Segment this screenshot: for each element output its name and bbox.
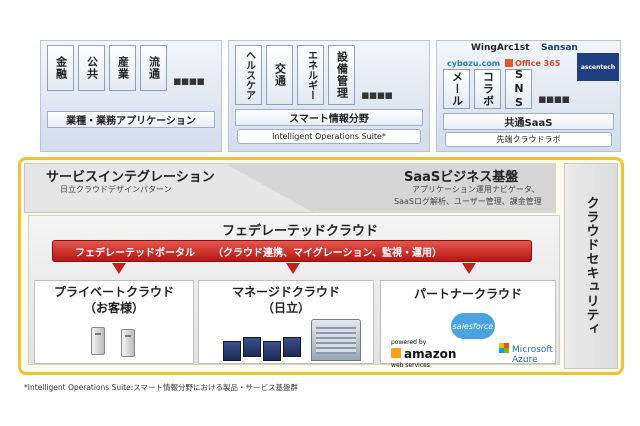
office365-logo: Office 365	[505, 59, 560, 68]
tile-finance[interactable]: 金融	[47, 45, 74, 91]
federated-cloud-title: フェデレーテッドクラウド	[221, 224, 378, 239]
tile-facility[interactable]: 設備管理	[328, 45, 355, 105]
tile-mail[interactable]: メール	[443, 69, 470, 109]
smart-tiles: ヘルスケア 交通 エネルギー 設備管理 ▪▪▪▪	[235, 45, 393, 105]
tile-industry[interactable]: 産業	[109, 45, 136, 91]
industry-apps-panel: 金融 公共 産業 流通 ▪▪▪▪ 業種・業務アプリケーション	[40, 40, 222, 152]
aws-icon	[391, 348, 401, 358]
aws-sub: web services	[391, 362, 430, 369]
managed-cloud-title: マネージドクラウド	[232, 285, 340, 299]
tile-healthcare[interactable]: ヘルスケア	[235, 45, 262, 105]
managed-cloud-box[interactable]: マネージドクラウド （日立）	[198, 280, 374, 364]
partner-cloud-box[interactable]: パートナークラウド powered by amazon web services…	[380, 280, 556, 369]
design-pattern-subtitle: 日立クラウドデザインパターン	[60, 185, 172, 194]
ios-sublabel: Intelligent Operations Suite*	[237, 129, 421, 144]
windows-icon	[499, 343, 509, 353]
datacenter-icon	[311, 319, 361, 361]
saas-tiles: メール コラボ SNS ▪▪▪▪	[443, 68, 570, 110]
server-icon	[121, 329, 135, 357]
ascentech-logo: ascentech	[577, 53, 619, 81]
arrow-down-icon	[112, 263, 126, 274]
saas-base-line1: アプリケーション運用ナビゲータ、	[412, 185, 540, 194]
more-dots: ▪▪▪▪	[173, 74, 205, 89]
more-dots: ▪▪▪▪	[538, 92, 570, 107]
common-saas-panel: WingArc1st Sansan cybozu.com Office 365 …	[436, 40, 621, 152]
cloud-security-column: クラウドセキュリティ	[564, 163, 618, 369]
tile-distribution[interactable]: 流通	[140, 45, 167, 91]
industry-tiles: 金融 公共 産業 流通 ▪▪▪▪	[47, 45, 205, 91]
partner-cloud-title: パートナークラウド	[413, 287, 522, 301]
saas-band-shape	[224, 163, 556, 213]
cloud-security-label: クラウドセキュリティ	[583, 196, 599, 336]
arrow-down-icon	[462, 263, 476, 274]
private-cloud-title: プライベートクラウド	[53, 285, 174, 299]
portal-label: フェデレーテッドポータル	[75, 247, 195, 259]
federated-portal-bar[interactable]: フェデレーテッドポータル （クラウド連携、マイグレーション、監視・運用）	[52, 240, 532, 262]
footnote: *Intelligent Operations Suite:スマート情報分野にお…	[24, 383, 299, 392]
server-icon	[91, 327, 105, 355]
azure-line1: Microsoft	[512, 345, 553, 355]
azure-line2: Azure	[512, 355, 538, 365]
more-dots: ▪▪▪▪	[361, 88, 393, 103]
sansan-logo: Sansan	[541, 43, 578, 53]
service-integration-title: サービスインテグレーション	[46, 170, 215, 185]
smart-label: スマート情報分野	[235, 109, 423, 126]
azure-logo: Microsoft Azure	[499, 343, 553, 365]
wingarc-logo: WingArc1st	[471, 43, 530, 53]
private-cloud-box[interactable]: プライベートクラウド （お客様）	[34, 280, 194, 364]
private-cloud-sub: （お客様）	[83, 301, 144, 315]
server-rack-icon	[243, 337, 261, 357]
aws-name: amazon	[404, 347, 457, 361]
server-rack-icon	[263, 341, 281, 361]
managed-cloud-sub: （日立）	[261, 301, 310, 315]
arrow-down-icon	[286, 263, 300, 274]
salesforce-logo: salesforce	[451, 313, 495, 339]
saas-base-title: SaaSビジネス基盤	[404, 170, 519, 185]
office-icon	[505, 59, 513, 67]
portal-detail: （クラウド連携、マイグレーション、監視・運用）	[213, 247, 442, 259]
tile-public[interactable]: 公共	[78, 45, 105, 91]
band-divider	[224, 163, 556, 213]
cybozu-logo: cybozu.com	[447, 59, 501, 68]
server-rack-icon	[283, 337, 301, 357]
aws-powered-by: powered by	[391, 339, 427, 346]
smart-info-panel: ヘルスケア 交通 エネルギー 設備管理 ▪▪▪▪ スマート情報分野 Intell…	[228, 40, 430, 152]
lab-sublabel: 先端クラウドラボ	[445, 132, 612, 147]
office365-text: Office 365	[515, 59, 561, 68]
saas-base-line2: SaaSログ解析、ユーザー管理、課金管理	[394, 197, 542, 206]
tile-sns[interactable]: SNS	[505, 68, 532, 110]
industry-label: 業種・業務アプリケーション	[47, 111, 215, 128]
aws-logo: powered by amazon web services	[391, 337, 456, 371]
server-rack-icon	[223, 341, 241, 361]
partner-logos: WingArc1st Sansan cybozu.com Office 365 …	[441, 43, 619, 87]
tile-energy[interactable]: エネルギー	[297, 45, 324, 105]
tile-transport[interactable]: 交通	[266, 45, 293, 105]
common-saas-label: 共通SaaS	[443, 113, 614, 130]
tile-collab[interactable]: コラボ	[474, 69, 501, 109]
